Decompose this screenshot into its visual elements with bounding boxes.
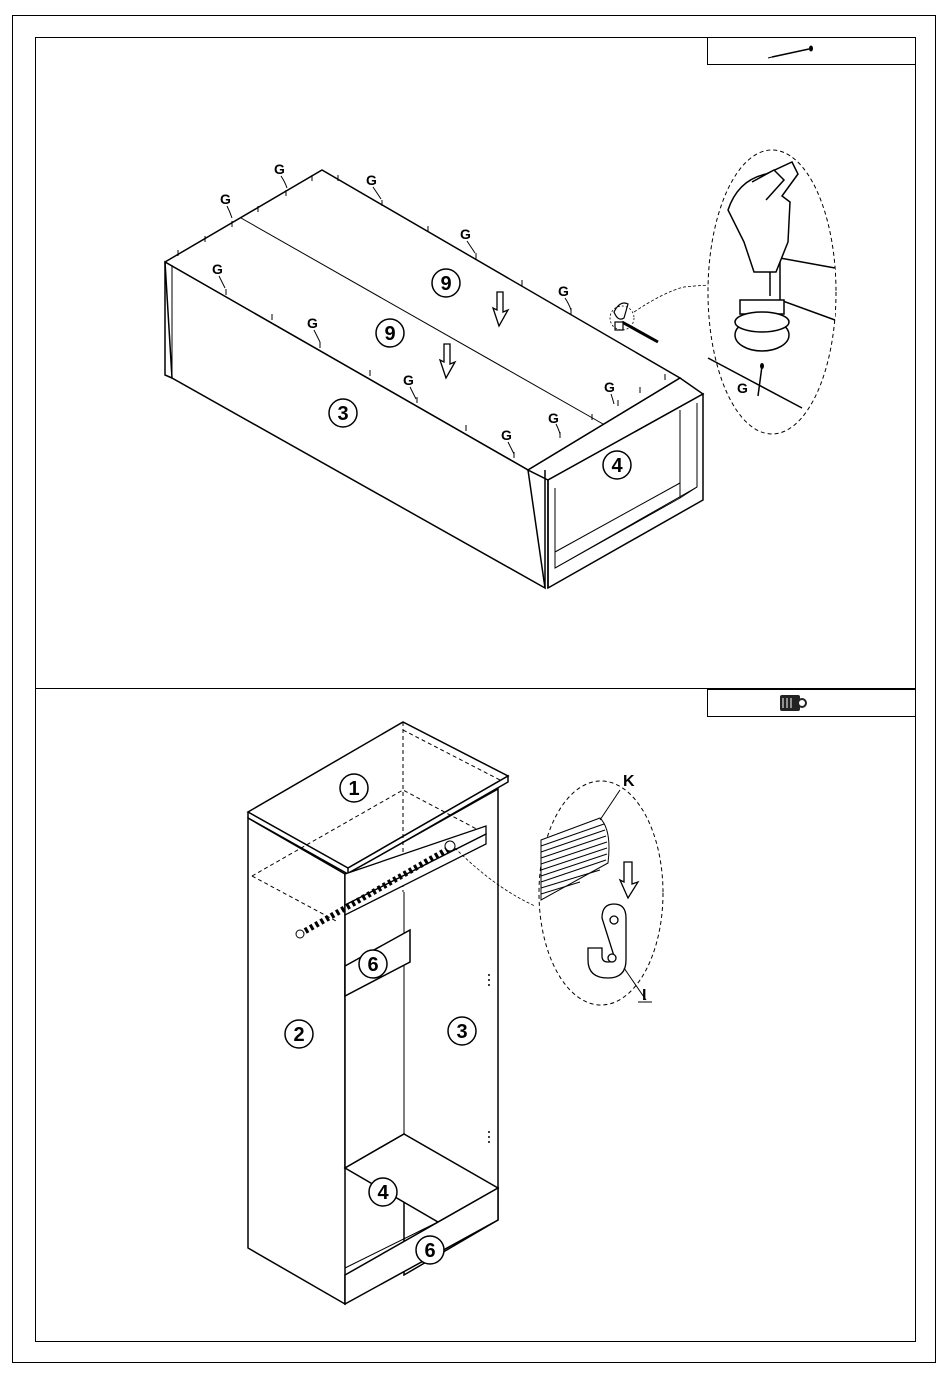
label-g: G [460, 226, 471, 242]
part-6-upper-callout: 6 [359, 950, 387, 978]
part-4-callout: 4 [603, 451, 631, 479]
svg-text:6: 6 [424, 1240, 435, 1262]
label-g: G [501, 427, 512, 443]
svg-text:3: 3 [337, 403, 348, 425]
bottom-assembly-diagram: 1 6 2 3 4 6 [0, 690, 950, 1350]
part-9-lower-callout: 9 [376, 319, 404, 347]
label-g: G [366, 172, 377, 188]
label-g: G [737, 380, 748, 396]
label-g: G [220, 191, 231, 207]
label-i: I [642, 987, 646, 1004]
svg-text:9: 9 [440, 273, 451, 295]
top-assembly-diagram: G G G G G G G G G G G 9 9 3 4 [0, 0, 950, 690]
label-k: K [623, 773, 635, 790]
part-2-callout: 2 [285, 1020, 313, 1048]
label-g: G [548, 410, 559, 426]
part-4-callout: 4 [369, 1178, 397, 1206]
label-g: G [274, 161, 285, 177]
hammer-detail-zoom: G [708, 150, 836, 434]
svg-text:2: 2 [293, 1024, 304, 1046]
svg-text:9: 9 [384, 323, 395, 345]
svg-text:1: 1 [348, 778, 359, 800]
svg-text:3: 3 [456, 1021, 467, 1043]
part-3-callout: 3 [329, 399, 357, 427]
rail-bracket-detail-zoom: K I [539, 773, 663, 1005]
part-9-upper-callout: 9 [432, 269, 460, 297]
part-1-callout: 1 [340, 774, 368, 802]
svg-text:4: 4 [611, 455, 623, 477]
svg-text:6: 6 [367, 954, 378, 976]
part-3-callout: 3 [448, 1017, 476, 1045]
label-g: G [212, 261, 223, 277]
label-g: G [403, 372, 414, 388]
label-g: G [307, 315, 318, 331]
label-g: G [558, 283, 569, 299]
svg-text:4: 4 [377, 1182, 389, 1204]
hammer-icon [610, 303, 658, 342]
part-6-lower-callout: 6 [416, 1236, 444, 1264]
label-g: G [604, 379, 615, 395]
